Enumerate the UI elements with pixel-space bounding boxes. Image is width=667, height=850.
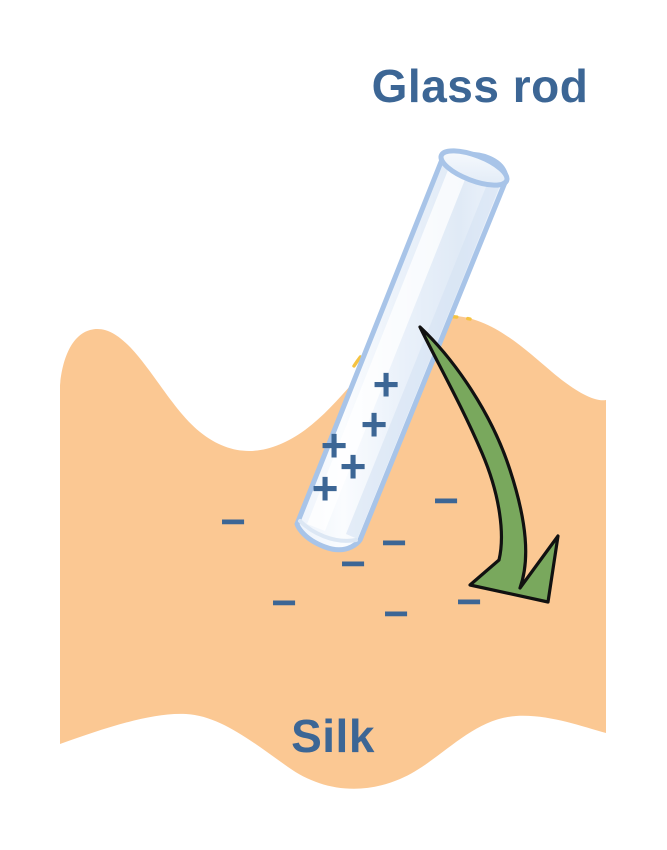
- diagram-labels: Glass rod Silk: [291, 60, 588, 762]
- plus-charge: +: [361, 398, 388, 450]
- silk-shape: [60, 315, 606, 789]
- rod-shading: [307, 160, 503, 540]
- plus-charge: +: [312, 462, 339, 514]
- rod-shadow-stripe: [346, 172, 503, 540]
- minus-charge: −: [340, 539, 366, 588]
- page-title: Glass rod: [372, 60, 589, 112]
- motion-arrow-shape: [418, 325, 560, 604]
- motion-arrow: [418, 325, 560, 604]
- minus-charge: −: [381, 518, 407, 567]
- minus-charge: −: [433, 476, 459, 525]
- rod-highlight-stripe: [307, 160, 470, 531]
- minus-charge: −: [271, 578, 297, 627]
- minus-charge: −: [383, 589, 409, 638]
- rod-top-opening: [438, 148, 510, 188]
- silk-label: Silk: [291, 710, 375, 762]
- plus-charge: +: [321, 419, 348, 471]
- minus-charge: −: [220, 497, 246, 546]
- positive-charges: + + + + +: [312, 358, 400, 514]
- glass-rod: [294, 148, 510, 553]
- negative-charges: − − − − − − −: [220, 476, 482, 638]
- plus-charge: +: [340, 440, 367, 492]
- plus-charge: +: [373, 358, 400, 410]
- silk-cloth: [60, 315, 606, 789]
- rod-bottom-end: [298, 519, 358, 543]
